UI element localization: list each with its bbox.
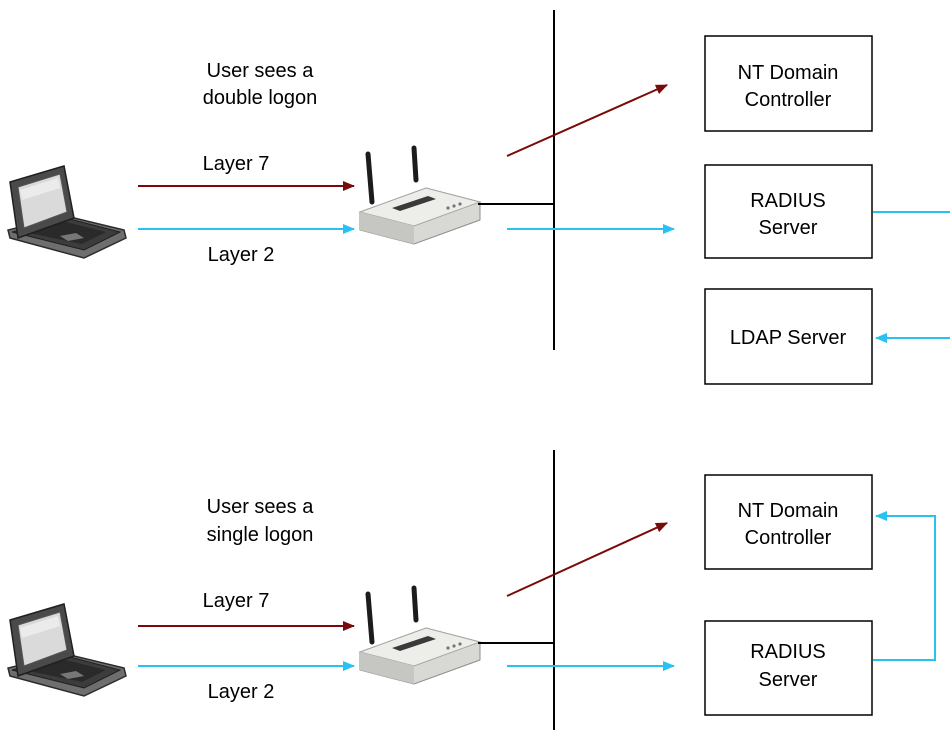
- top-nt-domain-controller-box: NT Domain Controller: [704, 35, 873, 132]
- bottom-radius-box-line1: RADIUS: [750, 641, 826, 663]
- top-ldap-box-line1: LDAP Server: [730, 327, 847, 349]
- top-caption-line2: double logon: [203, 87, 318, 109]
- bottom-radius-server-box: RADIUS Server: [704, 620, 873, 716]
- bottom-layer2-label: Layer 2: [208, 681, 275, 703]
- bottom-radius-to-nt-arrow: [873, 511, 936, 661]
- top-nt-box-line2: Controller: [745, 89, 832, 111]
- top-radius-box-line1: RADIUS: [750, 190, 826, 212]
- top-radius-server-box: RADIUS Server: [704, 164, 873, 259]
- bottom-wireless-access-point-icon: [360, 588, 480, 684]
- bottom-caption-line1: User sees a: [207, 496, 315, 518]
- top-layer2-label: Layer 2: [208, 244, 275, 266]
- top-scenario: User sees a double logon Layer 7 Layer 2…: [7, 10, 950, 385]
- bottom-layer7-label: Layer 7: [203, 590, 270, 612]
- top-caption-line1: User sees a: [207, 60, 315, 82]
- bottom-nt-box-line2: Controller: [745, 527, 832, 549]
- bottom-nt-box-line1: NT Domain: [738, 500, 839, 522]
- bottom-laptop-icon: [7, 603, 127, 697]
- bottom-layer7-to-nt-arrow: [506, 522, 668, 597]
- top-wireless-access-point-icon: [360, 148, 480, 244]
- top-layer7-label: Layer 7: [203, 153, 270, 175]
- top-layer7-to-nt-arrow: [506, 84, 668, 157]
- bottom-nt-domain-controller-box: NT Domain Controller: [704, 474, 873, 570]
- bottom-caption-line2: single logon: [207, 524, 314, 546]
- top-ldap-server-box: LDAP Server: [704, 288, 873, 385]
- top-radius-box-line2: Server: [759, 217, 818, 239]
- top-laptop-icon: [7, 165, 127, 259]
- bottom-scenario: User sees a single logon Layer 7 Layer 2…: [7, 450, 936, 730]
- bottom-radius-box-line2: Server: [759, 669, 818, 691]
- top-nt-box-line1: NT Domain: [738, 62, 839, 84]
